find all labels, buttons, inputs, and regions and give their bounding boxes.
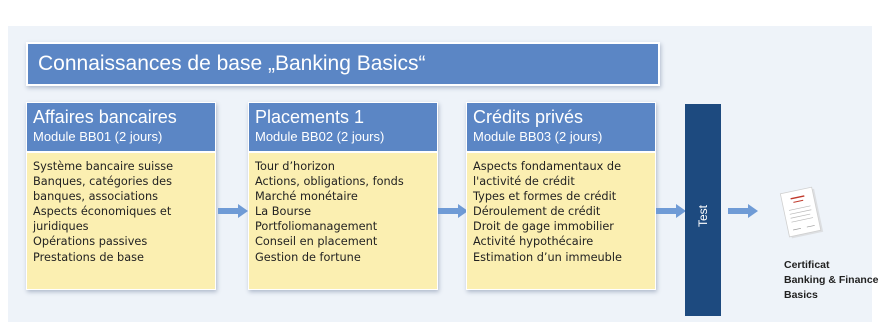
topic-item: l'activité de crédit (473, 175, 575, 189)
certificate-document-icon (779, 186, 824, 239)
topic-item: Banques, catégories des (33, 175, 172, 189)
module-bb02: Placements 1 Module BB02 (2 jours) Tour … (248, 102, 438, 290)
certificate-caption: Certificat Banking & Finance Basics (784, 258, 896, 303)
topic-item: Conseil en placement (255, 235, 378, 249)
topic-item: Aspects fondamentaux de (473, 160, 622, 173)
topic-item: Types et formes de crédit (473, 190, 617, 204)
module-bb01: Affaires bancaires Module BB01 (2 jours)… (26, 102, 216, 290)
topic-item: Marché monétaire (255, 190, 358, 204)
arrow-right-icon (218, 204, 248, 218)
topic-item: Déroulement de crédit (473, 205, 601, 219)
course-banner: Connaissances de base „Banking Basics“ (26, 42, 660, 86)
topic-item: banques, associations (33, 190, 159, 204)
topic-item: Estimation d’un immeuble (473, 250, 622, 264)
certificate-caption-line: Certificat (784, 259, 830, 271)
topic-item: juridiques (33, 220, 89, 234)
topic-item: Tour d’horizon (255, 160, 335, 173)
topic-item: Gestion de fortune (255, 250, 361, 264)
topic-item: Portfoliomanagement (255, 220, 378, 234)
arrow-right-icon (728, 204, 758, 218)
topic-item: Système bancaire suisse (33, 160, 174, 173)
module-header: Affaires bancaires Module BB01 (2 jours) (27, 103, 215, 153)
module-topics: Système bancaire suisse Banques, catégor… (27, 153, 215, 289)
module-title: Affaires bancaires (33, 107, 177, 127)
topic-item: Aspects économiques et (33, 205, 172, 219)
module-subtitle: Module BB01 (2 jours) (33, 129, 163, 144)
test-label: Test (696, 204, 710, 228)
topic-item: Droit de gage immobilier (473, 220, 614, 234)
module-subtitle: Module BB02 (2 jours) (255, 129, 385, 144)
module-topics: Tour d’horizon Actions, obligations, fon… (249, 153, 437, 289)
module-title: Crédits privés (473, 107, 584, 127)
module-header: Placements 1 Module BB02 (2 jours) (249, 103, 437, 153)
arrow-right-icon (656, 204, 686, 218)
module-bb03: Crédits privés Module BB03 (2 jours) Asp… (466, 102, 656, 290)
module-title: Placements 1 (255, 107, 365, 127)
module-topics: Aspects fondamentaux de l'activité de cr… (467, 153, 655, 289)
module-header: Crédits privés Module BB03 (2 jours) (467, 103, 655, 153)
topic-item: Activité hypothécaire (473, 235, 594, 249)
certificate-caption-line: Basics (784, 289, 818, 301)
arrow-right-icon (438, 204, 468, 218)
topic-item: La Bourse (255, 205, 312, 219)
test-block: Test (685, 104, 721, 316)
module-subtitle: Module BB03 (2 jours) (473, 129, 603, 144)
topic-item: Actions, obligations, fonds (255, 175, 404, 189)
topic-item: Prestations de base (33, 250, 144, 264)
topic-item: Opérations passives (33, 235, 148, 249)
certificate-caption-line: Banking & Finance (784, 274, 879, 286)
